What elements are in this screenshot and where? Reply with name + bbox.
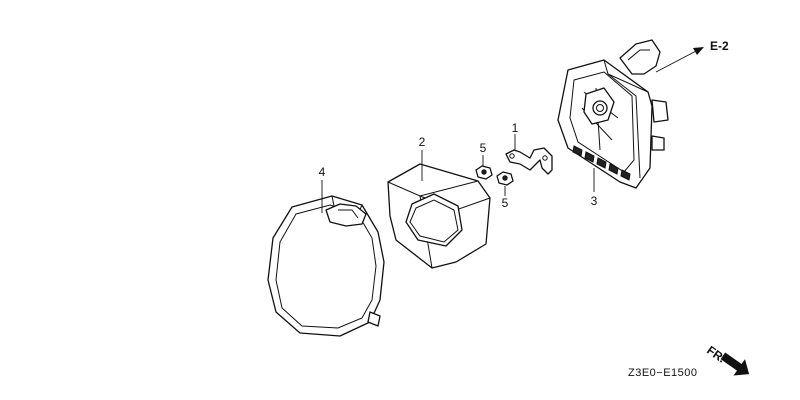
air-filter-element <box>387 163 491 269</box>
callout-4: 4 <box>319 165 326 179</box>
nut-lower <box>496 171 514 186</box>
callout-1: 1 <box>512 121 519 135</box>
bracket-plate <box>505 147 553 175</box>
reference-label: E-2 <box>710 39 729 53</box>
diagram-code: Z3E0−E1500 <box>628 367 698 379</box>
nut-upper <box>475 165 493 180</box>
front-direction-arrow-icon <box>720 352 750 376</box>
reference-arrow <box>655 47 704 73</box>
callout-5b: 5 <box>502 196 509 210</box>
callout-2: 2 <box>419 135 426 149</box>
callout-5a: 5 <box>480 141 487 155</box>
front-direction-label: FR. <box>704 343 728 366</box>
air-cleaner-case <box>557 39 669 189</box>
callout-3: 3 <box>591 194 598 208</box>
air-cleaner-cover <box>267 195 385 337</box>
